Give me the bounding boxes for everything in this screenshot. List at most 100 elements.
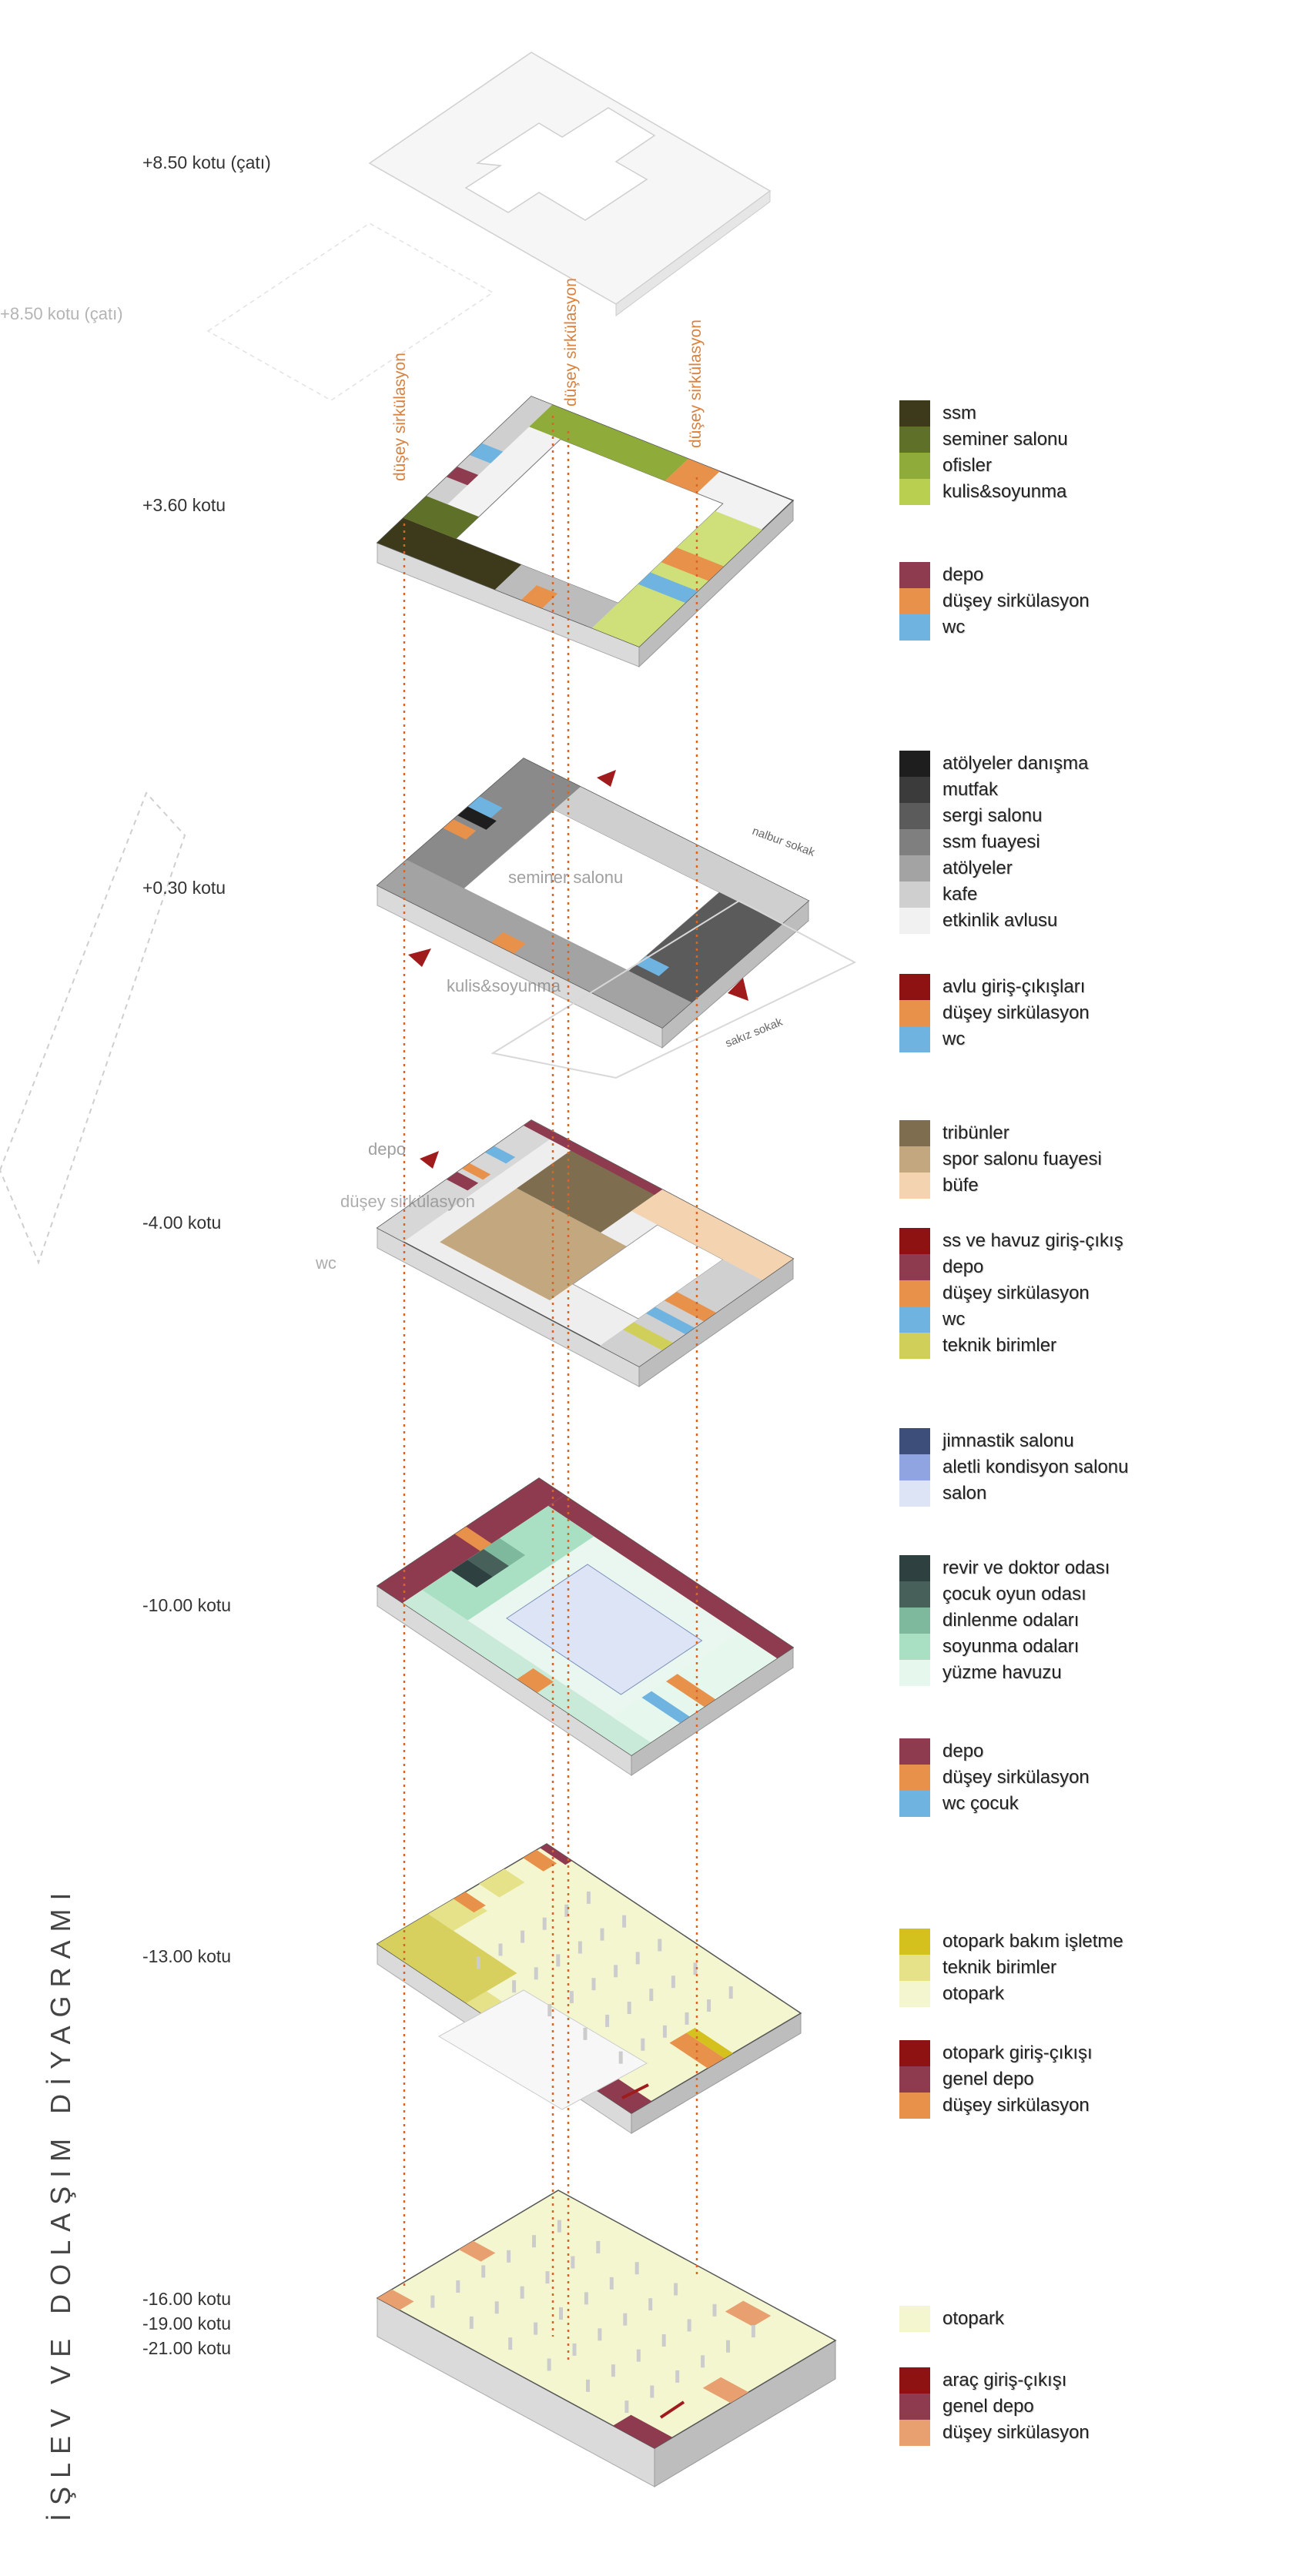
column [532, 2235, 536, 2248]
column [623, 2313, 628, 2326]
room-ofis-e [529, 404, 688, 481]
legend-swatch [899, 1146, 930, 1173]
legend-label: wc [942, 1029, 966, 1049]
legend-label: wc çocuk [942, 1793, 1019, 1814]
column [618, 2051, 623, 2064]
legend-swatch [899, 1955, 930, 1981]
legend-swatch [899, 1000, 930, 1026]
column [728, 1986, 733, 1999]
floor-400-stair-s [665, 1292, 716, 1322]
column [507, 2250, 511, 2263]
floor-030-stair-w [491, 932, 526, 954]
ghost-roof-label: +8.50 kotu (çatı) [0, 304, 123, 323]
legend-swatch [899, 400, 930, 427]
legend-label: seminer salonu [942, 429, 1068, 450]
legend-swatch [899, 777, 930, 803]
legend-label: düşey sirkülasyon [942, 2422, 1090, 2443]
legend-label: otopark bakım işletme [942, 1931, 1123, 1952]
column [583, 2027, 588, 2040]
floor-1000-stair-n [454, 1527, 492, 1551]
floor-360-court [455, 438, 724, 604]
column [707, 1999, 711, 2012]
legend-swatch [899, 2093, 930, 2119]
column [556, 1954, 561, 1967]
roof-ghost-outline [206, 222, 494, 401]
level-label-plus-3-60: +3.60 kotu [142, 495, 226, 515]
floor-1300-stair-n [454, 1892, 486, 1913]
legend-swatch [899, 1480, 930, 1507]
floor-400-depo-e [524, 1120, 662, 1195]
room-kulis-s [591, 510, 762, 647]
circulation-label-middle: düşey sirkülasyon [562, 278, 580, 406]
column [542, 1917, 547, 1930]
legend-swatch [899, 2394, 930, 2420]
column [572, 2343, 577, 2356]
legend-swatch [899, 1634, 930, 1660]
column [636, 2349, 641, 2362]
column [545, 2271, 550, 2284]
ramp-arrow [621, 2083, 649, 2099]
legend-label: sergi salonu [942, 805, 1043, 826]
legend-label: depo [942, 564, 984, 585]
legend-swatch [899, 1026, 930, 1052]
legend-swatch [899, 908, 930, 934]
column [586, 2379, 590, 2392]
legend-swatch [899, 1791, 930, 1817]
column [591, 1978, 596, 1991]
legend-label: spor salonu fuayesi [942, 1149, 1102, 1169]
level-label-roof: +8.50 kotu (çatı) [142, 152, 271, 172]
legend-label: aletli kondisyon salonu [942, 1457, 1129, 1477]
room-bufe [631, 1189, 793, 1280]
legend-label: wc [942, 617, 966, 637]
room-kafe [554, 787, 808, 924]
column [649, 1989, 654, 2002]
legend-label: wc [942, 1309, 966, 1330]
column [498, 1943, 503, 1956]
floor-1300-stair-e [523, 1849, 557, 1872]
column [547, 2358, 551, 2371]
legend-label: yüzme havuzu [942, 1662, 1062, 1683]
entry-arrow-w [408, 948, 431, 967]
floor-1000-stair-w [517, 1668, 554, 1693]
column [611, 2364, 615, 2377]
column [559, 2307, 563, 2320]
floor-1600-genel-depo [613, 2414, 673, 2448]
ghost-dashed-left [0, 791, 186, 1265]
ghost-circulation-label: düşey sirkülasyon [340, 1192, 475, 1211]
column [512, 1980, 517, 1993]
floor-1000-depo-e [548, 1495, 793, 1658]
legend-label: ofisler [942, 455, 993, 476]
column [430, 2295, 435, 2308]
column [693, 1962, 698, 1975]
column [627, 2002, 631, 2014]
room-ssm-fuaye [628, 892, 782, 1002]
legend-swatch [899, 588, 930, 614]
room-revir [451, 1560, 493, 1587]
column [701, 2355, 705, 2368]
legend-label: ssm fuayesi [942, 831, 1040, 852]
column [521, 1930, 525, 1943]
legend-label: otopark [942, 1983, 1005, 2004]
floor-1600-stair-e [725, 2300, 772, 2327]
legend-label: avlu giriş-çıkışları [942, 976, 1086, 997]
column [520, 2286, 524, 2299]
column [584, 2292, 588, 2305]
room-west [495, 564, 618, 628]
room-wc-n [470, 443, 504, 463]
legend-swatch [899, 1228, 930, 1254]
legend-swatch [899, 2066, 930, 2093]
floor-400-corridor-s [600, 1260, 762, 1367]
floor-1000-wc-s [641, 1691, 690, 1723]
legend-swatch [899, 1280, 930, 1306]
entry-arrow-n [597, 770, 616, 787]
column [675, 2370, 680, 2383]
level-label-minus-19: -19.00 kotu [142, 2313, 232, 2333]
room-tribunler [517, 1145, 662, 1233]
legend-label: kafe [942, 884, 978, 905]
legend-label: teknik birimler [942, 1957, 1057, 1978]
level-label-minus-13: -13.00 kotu [142, 1946, 232, 1966]
legend-swatch [899, 562, 930, 588]
legend-swatch [899, 1454, 930, 1480]
legend-label: dinlenme odaları [942, 1610, 1080, 1631]
legend-swatch [899, 1929, 930, 1955]
